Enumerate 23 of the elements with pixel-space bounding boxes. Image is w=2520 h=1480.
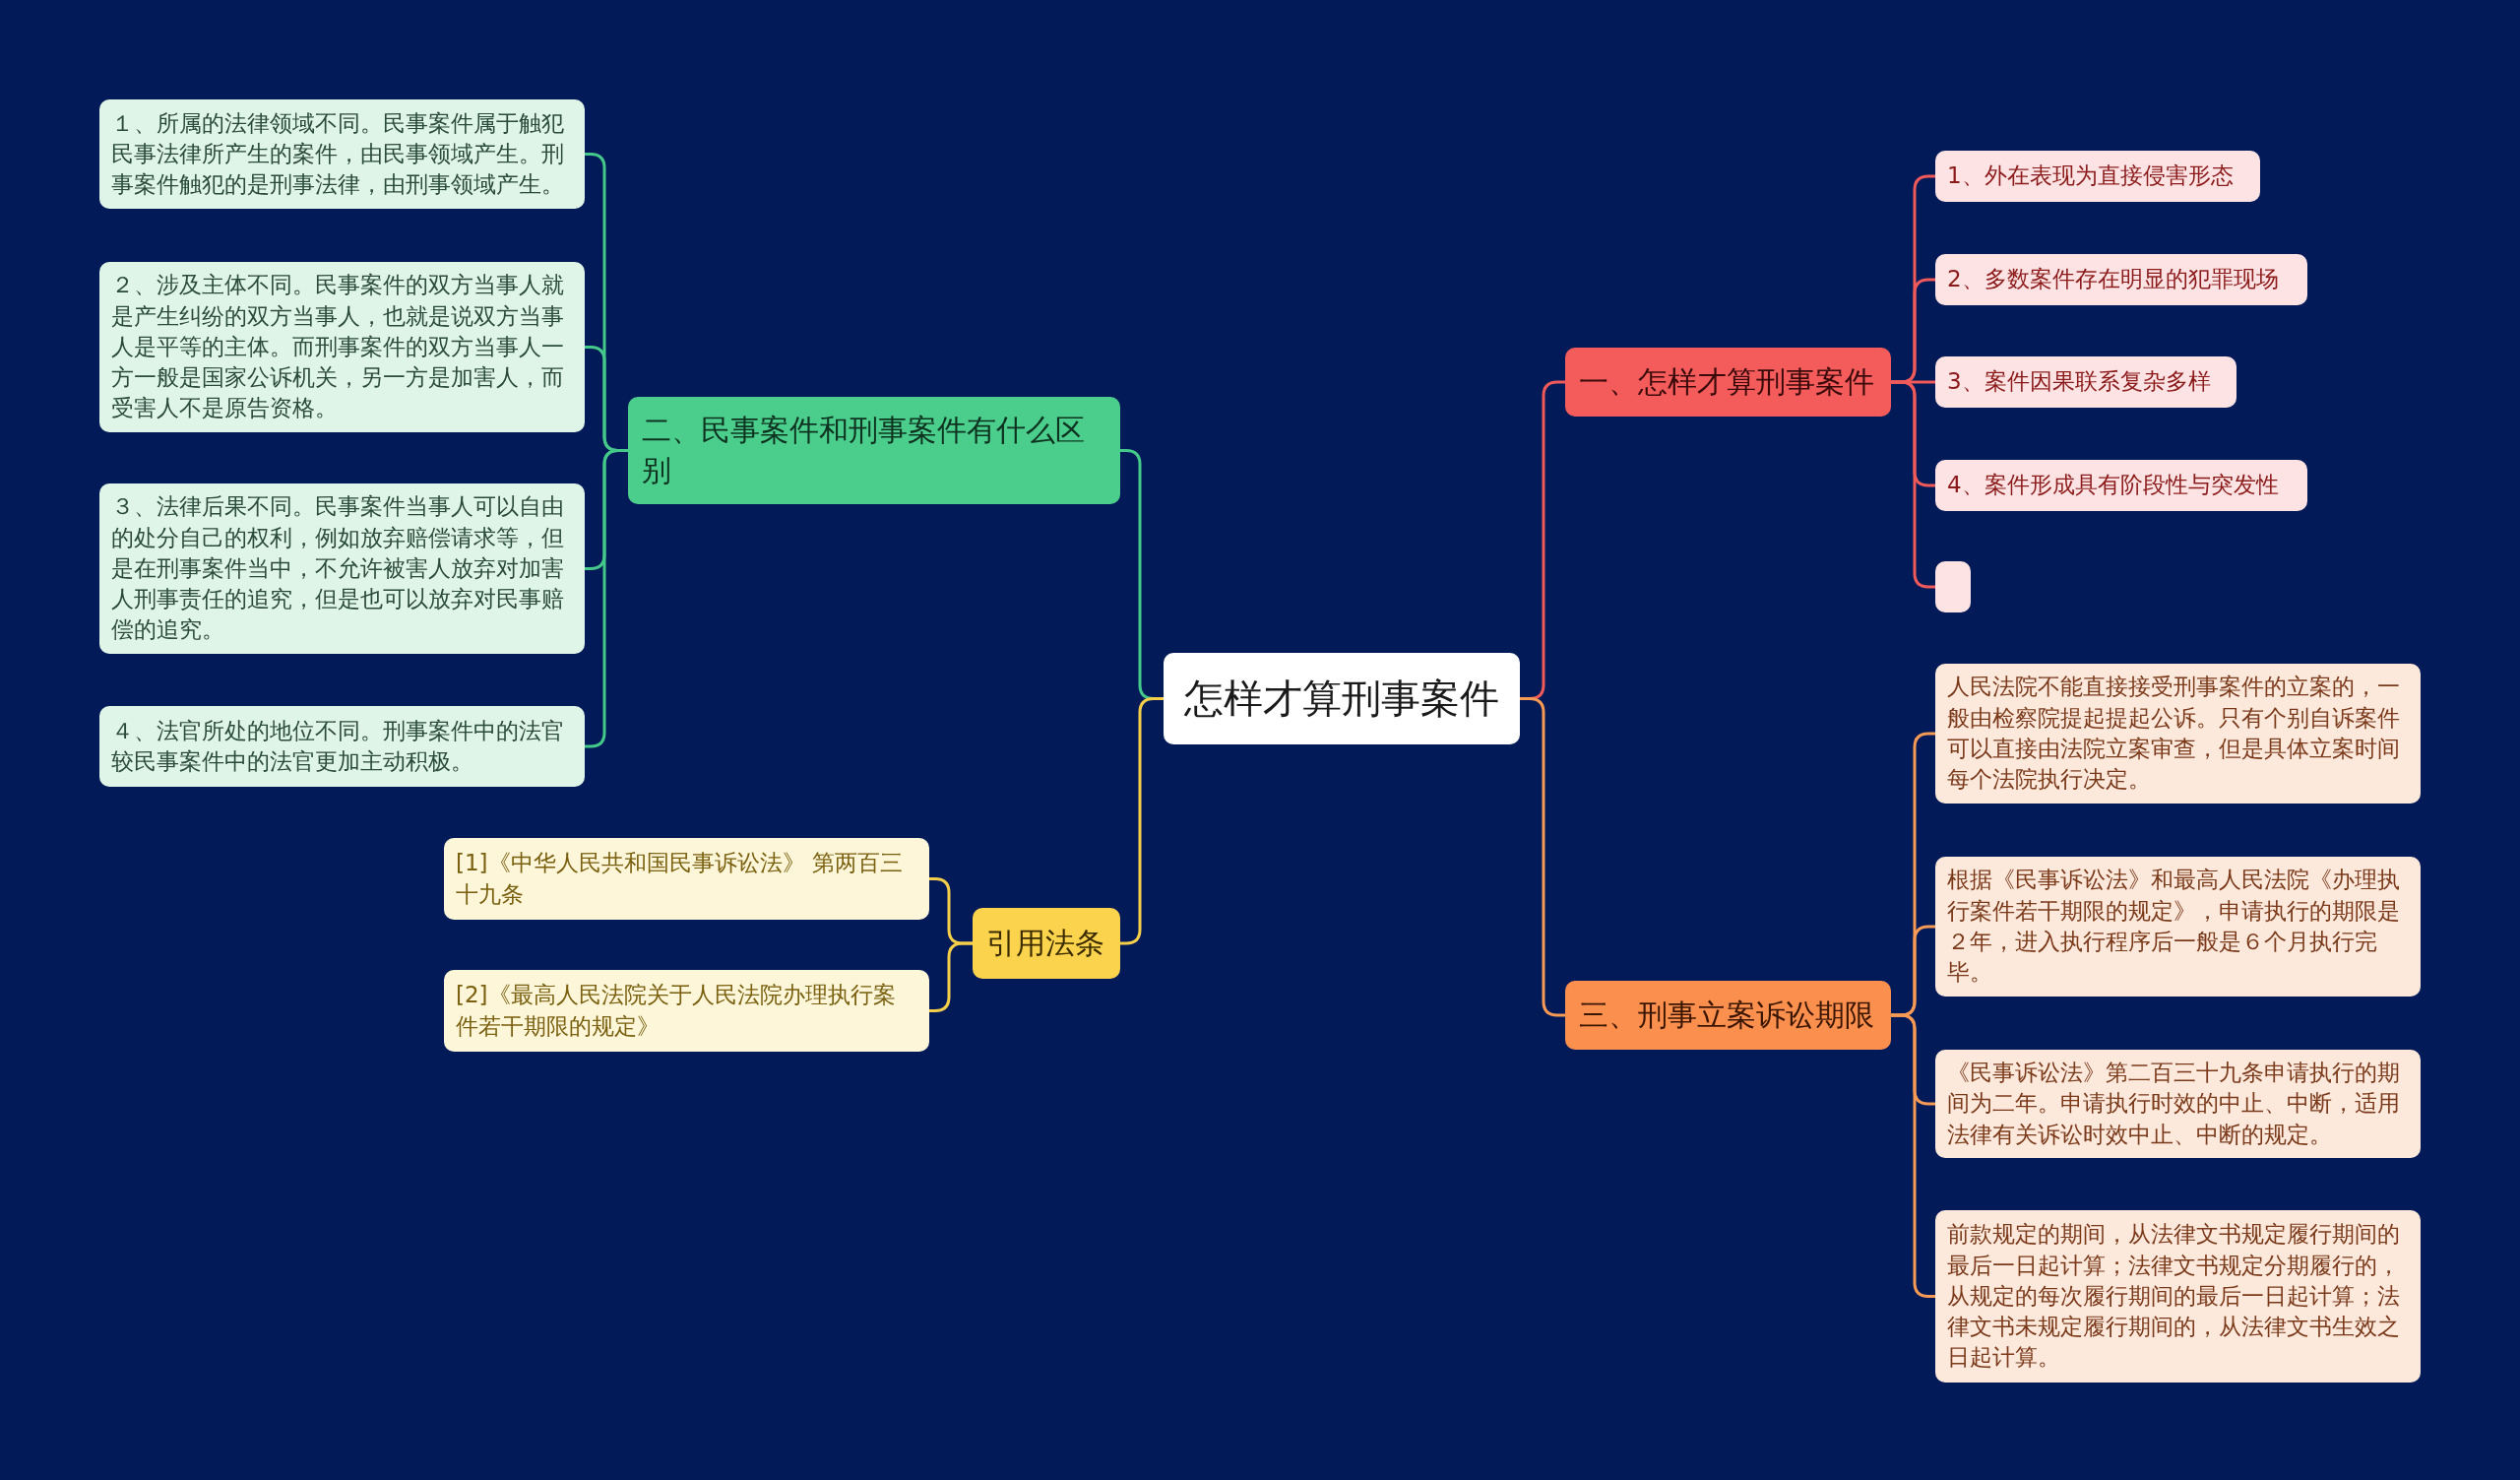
leaf-box: 4、案件形成具有阶段性与突发性 [1935,460,2307,511]
leaf-box: 2、多数案件存在明显的犯罪现场 [1935,254,2307,305]
leaf-box: 前款规定的期间，从法律文书规定履行期间的最后一日起计算；法律文书规定分期履行的，从规定的每次履行期间的最后一日起计算；法律文书未规定履行期间的，从法律文书生效之日起计算。 [1935,1210,2421,1383]
leaf-box: 《民事诉讼法》第二百三十九条申请执行的期间为二年。申请执行时效的中止、中断，适用法律有关诉讼时效中止、中断的规定。 [1935,1050,2421,1158]
leaf-box: ４、法官所处的地位不同。刑事案件中的法官较民事案件中的法官更加主动积极。 [99,706,585,787]
connector-line [1520,697,1565,1017]
leaf-box: ３、法律后果不同。民事案件当事人可以自由的处分自己的权利，例如放弃赔偿请求等，但是在刑事案件当中，不允许被害人放弃对加害人刑事责任的追究，但是也可以放弃对民事赔偿的追究。 [99,483,585,654]
leaf-box: 1、外在表现为直接侵害形态 [1935,151,2260,202]
leaf-box: 根据《民事诉讼法》和最高人民法院《办理执行案件若干期限的规定》，申请执行的期限是２年，进入执行程序后一般是６个月执行完毕。 [1935,857,2421,997]
connector-line [929,941,973,1012]
leaf-box: [1]《中华人民共和国民事诉讼法》 第两百三十九条 [444,838,929,920]
empty-box [1935,561,1971,612]
branch-box: 二、民事案件和刑事案件有什么区别 [628,397,1120,504]
branch-box: 引用法条 [973,908,1120,979]
branch-box: 三、刑事立案诉讼期限 [1565,981,1891,1050]
leaf-box: 3、案件因果联系复杂多样 [1935,356,2236,408]
leaf-box: １、所属的法律领域不同。民事案件属于触犯民事法律所产生的案件，由民事领域产生。刑事案件触犯的是刑事法律，由刑事领域产生。 [99,99,585,209]
leaf-box: ２、涉及主体不同。民事案件的双方当事人就是产生纠纷的双方当事人，也就是说双方当事人是平等的主体。而刑事案件的双方当事人一方一般是国家公诉机关，另一方是加害人，而受害人不是原告资格。 [99,262,585,432]
connector-line [1891,1013,1935,1298]
leaf-box: 人民法院不能直接接受刑事案件的立案的，一般由检察院提起提起公诉。只有个别自诉案件可以直接由法院立案审查，但是具体立案时间每个法院执行决定。 [1935,664,2421,804]
branch-box: 一、怎样才算刑事案件 [1565,348,1891,417]
leaf-box: [2]《最高人民法院关于人民法院办理执行案件若干期限的规定》 [444,970,929,1052]
central-topic-box: 怎样才算刑事案件 [1164,653,1520,744]
